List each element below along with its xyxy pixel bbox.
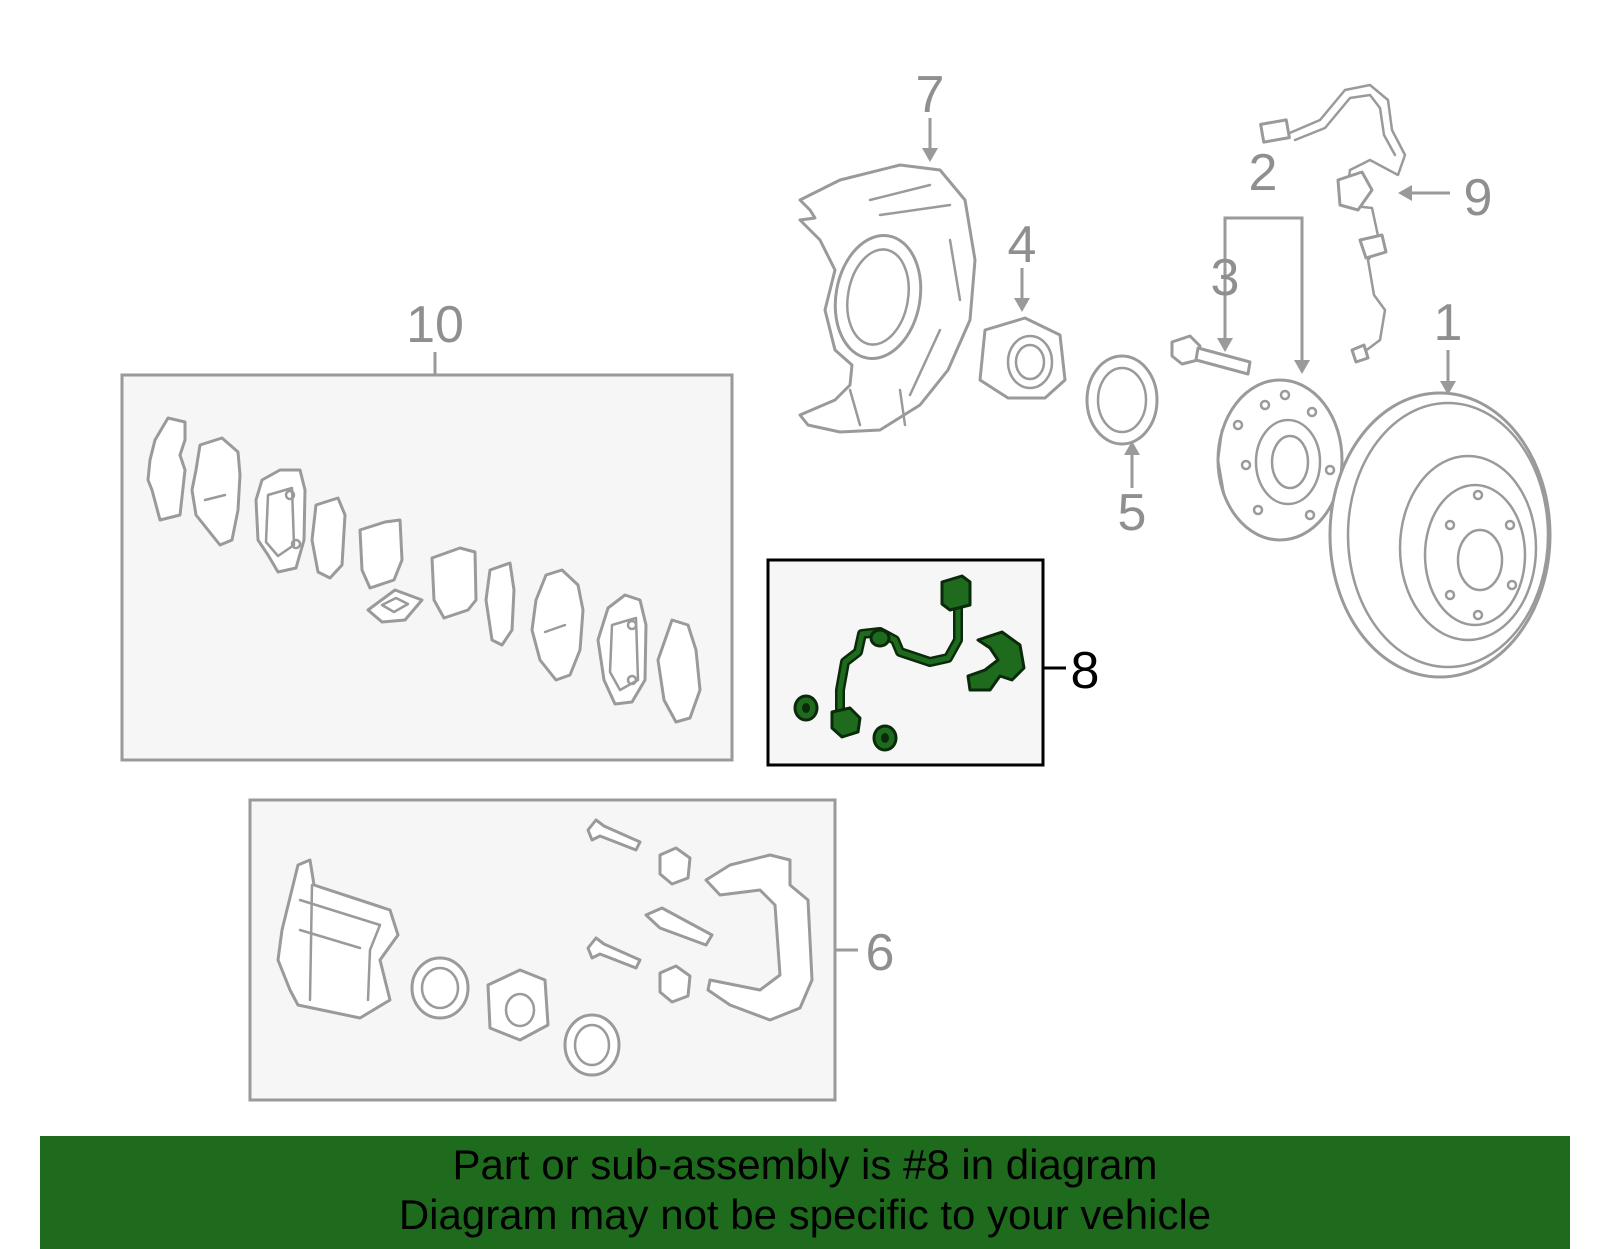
banner-line-2: Diagram may not be specific to your vehi… <box>398 1191 1212 1238</box>
info-banner: Part or sub-assembly is #8 in diagram Di… <box>40 1136 1570 1249</box>
callout-8[interactable]: 8 <box>1071 642 1100 700</box>
callout-2[interactable]: 2 <box>1249 144 1278 202</box>
caliper-box[interactable] <box>248 798 858 1102</box>
callout-6[interactable]: 6 <box>866 924 895 982</box>
callout-3[interactable]: 3 <box>1211 249 1240 307</box>
banner-line-1: Part or sub-assembly is #8 in diagram <box>452 1141 1158 1188</box>
brake-rotor[interactable] <box>1328 350 1552 679</box>
wheel-bearing[interactable] <box>978 268 1067 400</box>
pad-set-box[interactable] <box>120 352 734 762</box>
callout-4[interactable]: 4 <box>1008 216 1037 274</box>
hub-assembly[interactable] <box>1170 216 1344 542</box>
callout-9[interactable]: 9 <box>1464 169 1493 227</box>
callout-5[interactable]: 5 <box>1118 484 1147 542</box>
callout-1[interactable]: 1 <box>1434 294 1463 352</box>
splash-shield[interactable] <box>798 118 977 434</box>
callout-7[interactable]: 7 <box>916 66 945 124</box>
dust-seal[interactable] <box>1085 354 1159 488</box>
abs-sensor[interactable] <box>1259 83 1450 364</box>
callout-10[interactable]: 10 <box>406 296 464 354</box>
hose-kit-box[interactable] <box>766 558 1066 767</box>
